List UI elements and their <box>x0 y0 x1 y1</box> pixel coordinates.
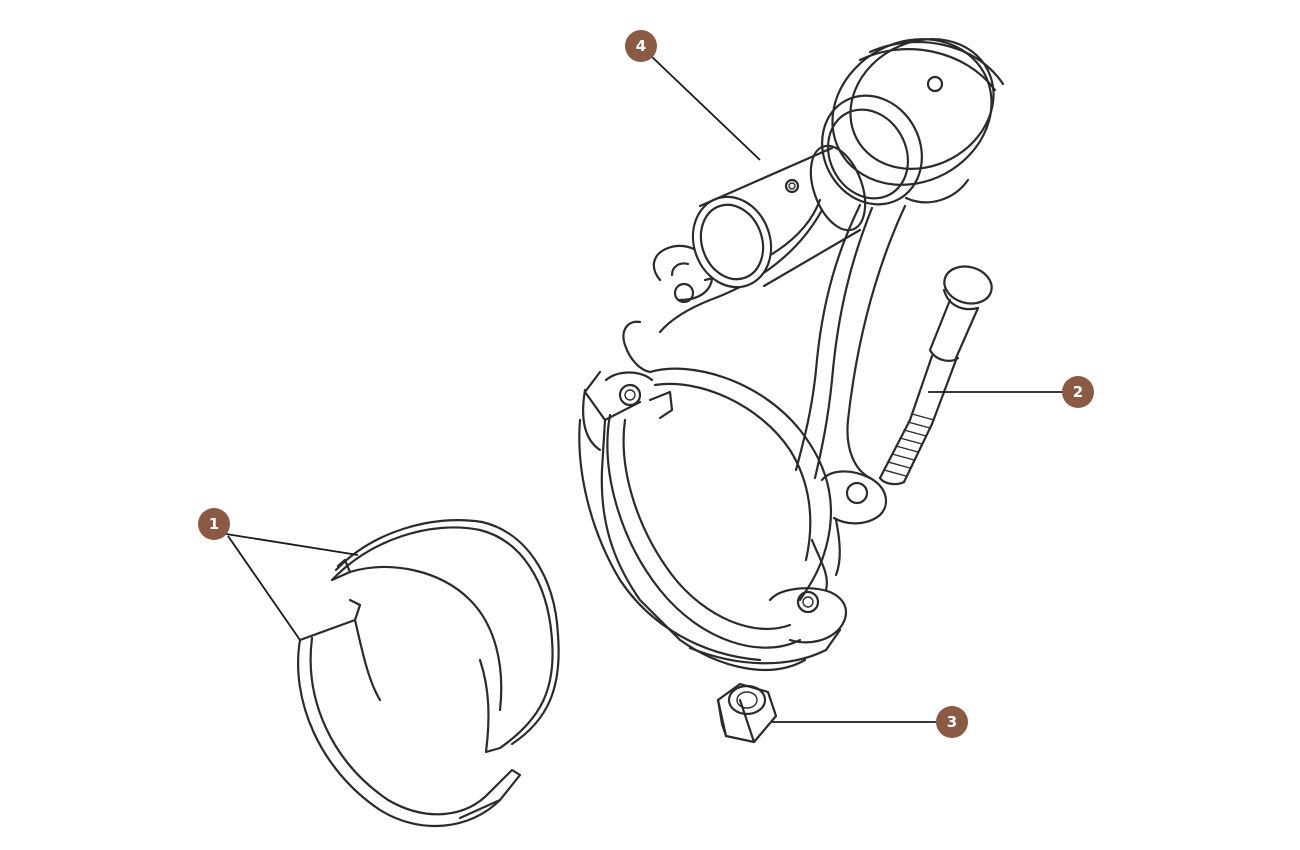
leader-lines <box>225 55 1062 723</box>
callout-4: 4 <box>625 30 657 62</box>
callout-3-circle <box>936 706 968 738</box>
nut <box>716 682 778 744</box>
callout-1-label: 1 <box>209 515 219 533</box>
con-rod-bolt <box>878 265 993 486</box>
callout-3: 3 <box>936 706 968 738</box>
callout-1: 1 <box>198 508 230 540</box>
callout-2-circle <box>1062 376 1094 408</box>
leader-1a <box>225 533 359 556</box>
callout-2-label: 2 <box>1073 383 1083 401</box>
bearing-shells <box>297 519 560 828</box>
leader-1b <box>227 535 301 641</box>
callout-3-label: 3 <box>947 713 957 731</box>
small-end-bush <box>691 144 867 289</box>
connecting-rod <box>578 38 1005 672</box>
callout-4-circle <box>625 30 657 62</box>
leader-4 <box>650 55 761 161</box>
callout-4-label: 4 <box>636 37 646 55</box>
callout-2: 2 <box>1062 376 1094 408</box>
callout-1-circle <box>198 508 230 540</box>
